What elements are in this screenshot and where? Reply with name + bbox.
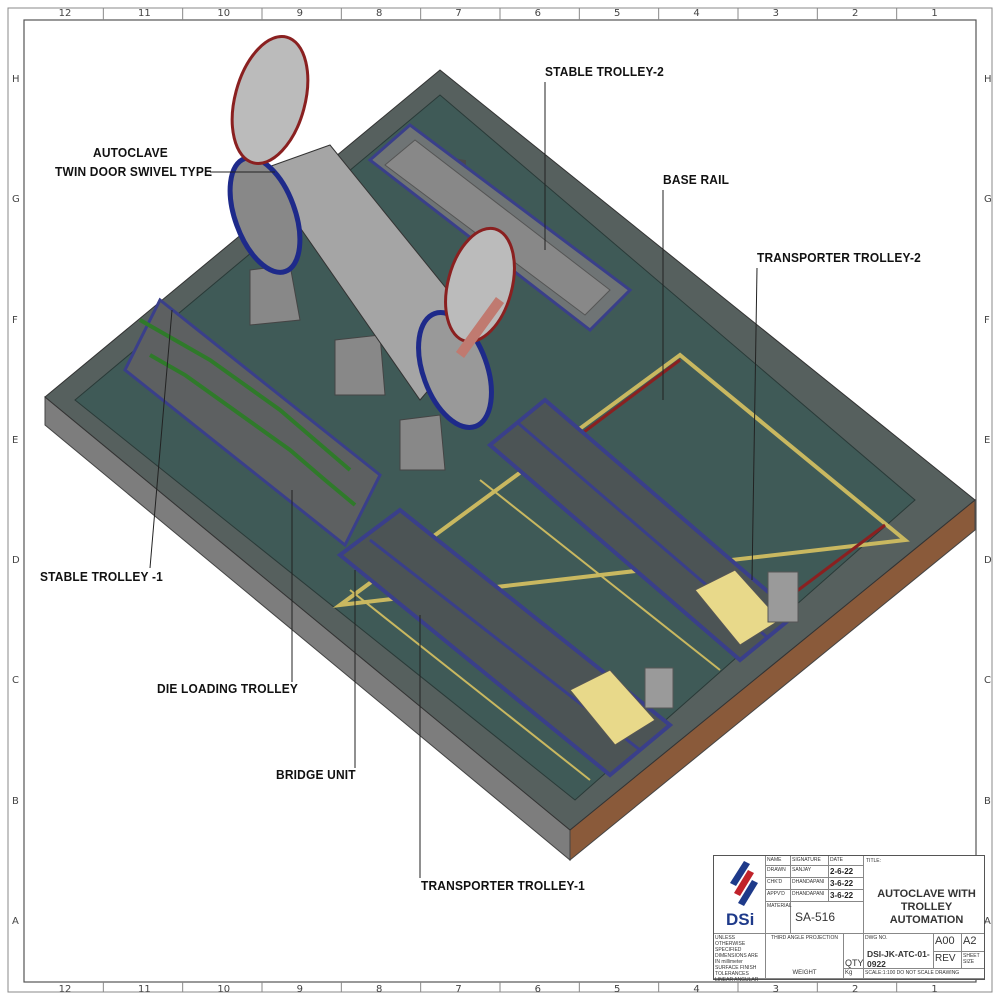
zone-row-label: E bbox=[984, 434, 991, 446]
approved-signature: DHANDAPANI bbox=[791, 890, 829, 902]
zone-column-label: 11 bbox=[138, 8, 151, 19]
header-signature: SIGNATURE bbox=[791, 856, 829, 866]
zone-column-label: 12 bbox=[58, 8, 72, 19]
drawing-number: DSI-JK-ATC-01-0922 bbox=[867, 949, 930, 969]
drawn-signature: SANJAY bbox=[791, 866, 829, 878]
zone-row-label: F bbox=[12, 314, 18, 326]
zone-row-label: E bbox=[12, 434, 19, 446]
dwg-no-label: DWG NO. bbox=[865, 935, 888, 941]
zone-row-label: F bbox=[984, 314, 990, 326]
drawn-date: 2-6-22 bbox=[829, 866, 864, 878]
zone-row-label: H bbox=[12, 74, 20, 86]
sheet-size-value: A2 bbox=[962, 934, 984, 952]
weight-unit: Kg bbox=[844, 969, 864, 979]
callout-transporter-trolley-2: TRANSPORTER TROLLEY-2 bbox=[757, 250, 922, 265]
zone-column-label: 6 bbox=[534, 984, 542, 995]
zone-column-label: 1 bbox=[931, 8, 938, 19]
weight-label: WEIGHT bbox=[766, 969, 844, 979]
zone-column-label: 12 bbox=[58, 984, 72, 995]
approved-date: 3-6-22 bbox=[829, 890, 864, 902]
rev-label: REV bbox=[934, 952, 962, 969]
drawing-title: AUTOCLAVE WITH TROLLEY AUTOMATION bbox=[877, 888, 976, 926]
material-label: MATERIAL bbox=[766, 902, 792, 934]
zone-column-label: 5 bbox=[614, 8, 621, 19]
callout-stable-trolley-2: STABLE TROLLEY-2 bbox=[545, 64, 665, 79]
callout-autoclave-type: TWIN DOOR SWIVEL TYPE bbox=[55, 164, 213, 179]
title-cell: TITLE: AUTOCLAVE WITH TROLLEY AUTOMATION bbox=[864, 856, 984, 934]
zone-column-label: 7 bbox=[455, 8, 462, 19]
callout-stable-trolley-1: STABLE TROLLEY -1 bbox=[40, 569, 163, 584]
drawn-role: DRAWN bbox=[766, 866, 791, 878]
zone-column-label: 3 bbox=[772, 984, 780, 995]
zone-row-label: H bbox=[984, 74, 992, 86]
material-value: SA-516 bbox=[791, 902, 864, 934]
zone-column-label: 5 bbox=[614, 984, 621, 995]
scale-note: SCALE:1:100 DO NOT SCALE DRAWING bbox=[864, 969, 984, 979]
stable-trolley-1 bbox=[123, 297, 382, 548]
dsi-logo: DSi bbox=[714, 856, 766, 934]
zone-ticks bbox=[102, 8, 898, 992]
zone-column-label: 8 bbox=[376, 984, 383, 995]
dwg-no-cell: DWG NO. DSI-JK-ATC-01-0922 bbox=[864, 934, 934, 969]
zone-column-label: 10 bbox=[217, 8, 231, 19]
floor-yellow-line bbox=[332, 352, 910, 608]
leader-lines bbox=[149, 82, 758, 878]
zone-column-label: 9 bbox=[296, 984, 304, 995]
zone-row-label: B bbox=[984, 795, 991, 807]
zone-row-label: A bbox=[12, 915, 19, 927]
base-platform bbox=[44, 69, 976, 862]
callout-base-rail: BASE RAIL bbox=[663, 172, 730, 187]
title-label: TITLE: bbox=[866, 858, 882, 864]
callout-die-loading-trolley: DIE LOADING TROLLEY bbox=[157, 681, 299, 696]
general-notes: UNLESS OTHERWISE SPECIFIED DIMENSIONS AR… bbox=[714, 934, 766, 983]
zone-row-label: B bbox=[12, 795, 19, 807]
zone-column-label: 9 bbox=[296, 8, 304, 19]
base-rail-2 bbox=[784, 523, 886, 602]
zone-column-label: 2 bbox=[852, 984, 859, 995]
checked-signature: DHANDAPANI bbox=[791, 878, 829, 890]
zone-row-label: D bbox=[984, 555, 992, 567]
qty-label: QTY bbox=[844, 934, 864, 969]
zone-column-label: 4 bbox=[693, 984, 700, 995]
front-door bbox=[230, 35, 310, 165]
zone-row-label: C bbox=[984, 675, 991, 687]
zone-column-label: 1 bbox=[931, 984, 938, 995]
header-date: DATE bbox=[829, 856, 864, 866]
approved-role: APPV'D bbox=[766, 890, 791, 902]
zone-column-label: 11 bbox=[138, 984, 151, 995]
callout-transporter-trolley-1: TRANSPORTER TROLLEY-1 bbox=[421, 878, 586, 893]
zone-column-label: 4 bbox=[693, 8, 700, 19]
checked-role: CHK'D bbox=[766, 878, 791, 890]
revision-value: A00 bbox=[934, 934, 962, 952]
zone-row-label: A bbox=[984, 915, 991, 927]
sheet-size-label: SHEET SIZE bbox=[962, 952, 984, 969]
transporter-trolley-2 bbox=[479, 397, 799, 671]
zone-row-label: D bbox=[12, 555, 20, 567]
title-block: DSi UNLESS OTHERWISE SPECIFIED DIMENSION… bbox=[713, 855, 985, 983]
transporter-trolley-1 bbox=[336, 507, 674, 781]
stable-trolley-2 bbox=[367, 123, 633, 332]
checked-date: 3-6-22 bbox=[829, 878, 864, 890]
zone-column-label: 6 bbox=[534, 8, 542, 19]
zone-column-label: 10 bbox=[217, 984, 231, 995]
autoclave bbox=[227, 35, 516, 471]
callout-bridge-unit: BRIDGE UNIT bbox=[276, 767, 356, 782]
zone-column-label: 7 bbox=[455, 984, 462, 995]
zone-row-label: G bbox=[984, 194, 992, 206]
zone-column-label: 8 bbox=[376, 8, 383, 19]
zone-row-label: C bbox=[12, 675, 19, 687]
callout-autoclave: AUTOCLAVE bbox=[93, 145, 168, 160]
header-name: NAME bbox=[766, 856, 791, 866]
dsi-logo-mark-icon bbox=[730, 861, 758, 906]
zone-column-label: 2 bbox=[852, 8, 859, 19]
zone-column-label: 3 bbox=[772, 8, 780, 19]
zone-row-label: G bbox=[12, 194, 20, 206]
logo-text: DSi bbox=[726, 910, 755, 929]
